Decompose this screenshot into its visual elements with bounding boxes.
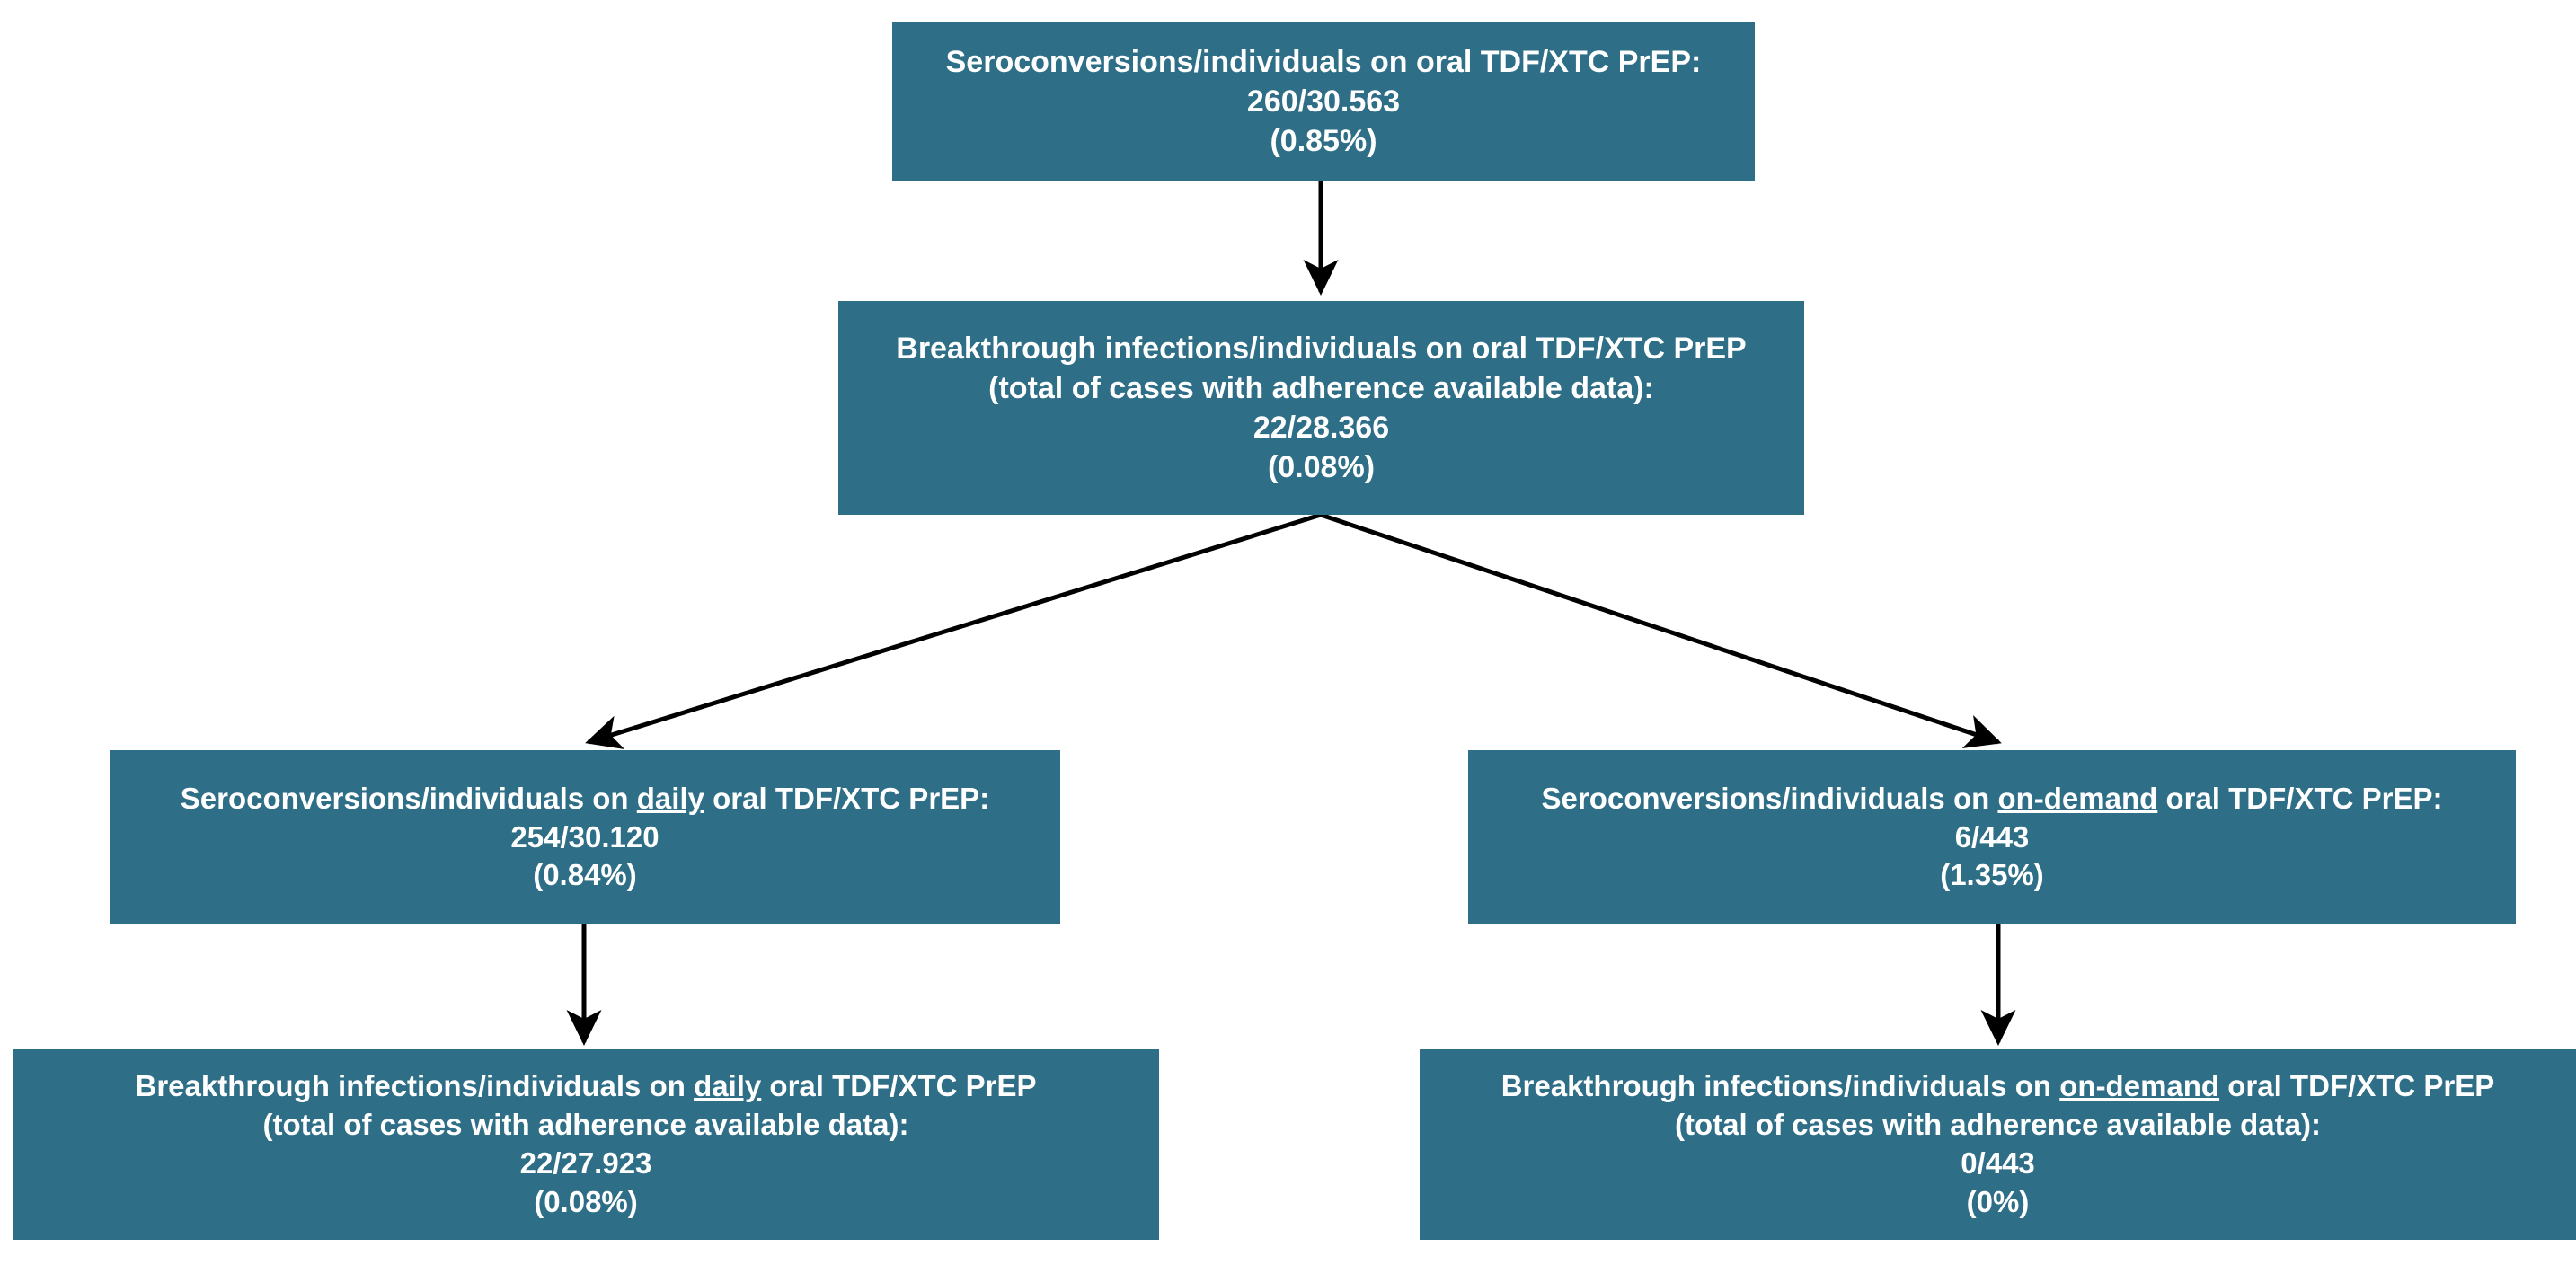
node-daily-seroconversions: Seroconversions/individuals on daily ora… (110, 750, 1060, 924)
node-ondemand-seroconversions-line1-suffix: oral TDF/XTC PrEP: (2157, 781, 2443, 815)
node-ondemand-breakthrough-line2: (total of cases with adherence available… (1675, 1108, 2321, 1142)
node-ondemand-seroconversions: Seroconversions/individuals on on-demand… (1468, 750, 2516, 924)
node-daily-breakthrough-value: 22/27.923 (519, 1146, 652, 1180)
node-daily-breakthrough: Breakthrough infections/individuals on d… (13, 1049, 1159, 1240)
node-daily-breakthrough-line1-emphasis: daily (694, 1069, 762, 1103)
node-ondemand-breakthrough-line1: Breakthrough infections/individuals on o… (1501, 1067, 2495, 1106)
node-total-seroconversions-value: 260/30.563 (1246, 84, 1401, 119)
connector-total-breakthrough-to-daily-sero (585, 512, 1322, 749)
node-total-breakthrough-line1: Breakthrough infections/individuals on o… (896, 331, 1747, 366)
node-ondemand-seroconversions-line1-emphasis: on-demand (1997, 781, 2158, 815)
node-ondemand-seroconversions-line1: Seroconversions/individuals on on-demand… (1541, 780, 2442, 818)
connector-total-breakthrough-to-ondemand-sero (1320, 512, 2002, 749)
node-total-breakthrough-value: 22/28.366 (1253, 411, 1390, 445)
node-daily-breakthrough-line1: Breakthrough infections/individuals on d… (136, 1067, 1037, 1106)
node-ondemand-breakthrough-percent: (0%) (1966, 1184, 2030, 1218)
node-ondemand-breakthrough-line1-prefix: Breakthrough infections/individuals on (1500, 1069, 2060, 1103)
node-total-breakthrough-percent: (0.08%) (1267, 450, 1376, 485)
node-total-seroconversions-percent: (0.85%) (1270, 124, 1377, 159)
node-ondemand-seroconversions-percent: (1.35%) (1940, 858, 2044, 892)
node-daily-seroconversions-value: 254/30.120 (510, 819, 659, 854)
node-daily-breakthrough-percent: (0.08%) (534, 1184, 638, 1218)
node-ondemand-breakthrough-value: 0/443 (1961, 1146, 2035, 1180)
node-ondemand-breakthrough-line1-emphasis: on-demand (2059, 1069, 2220, 1103)
node-total-breakthrough-line2: (total of cases with adherence available… (988, 370, 1654, 405)
node-daily-seroconversions-percent: (0.84%) (533, 858, 637, 892)
node-daily-breakthrough-line1-suffix: oral TDF/XTC PrEP (761, 1069, 1037, 1103)
node-daily-seroconversions-line1-prefix: Seroconversions/individuals on (180, 781, 637, 815)
node-ondemand-seroconversions-value: 6/443 (1954, 819, 2030, 854)
node-total-breakthrough: Breakthrough infections/individuals on o… (838, 301, 1804, 515)
node-daily-seroconversions-line1: Seroconversions/individuals on daily ora… (181, 780, 989, 818)
node-total-seroconversions: Seroconversions/individuals on oral TDF/… (892, 22, 1755, 181)
node-total-seroconversions-line1: Seroconversions/individuals on oral TDF/… (945, 44, 1702, 79)
node-ondemand-breakthrough: Breakthrough infections/individuals on o… (1420, 1049, 2576, 1240)
node-ondemand-breakthrough-line1-suffix: oral TDF/XTC PrEP (2219, 1069, 2495, 1103)
node-daily-seroconversions-line1-suffix: oral TDF/XTC PrEP: (704, 781, 990, 815)
node-ondemand-seroconversions-line1-prefix: Seroconversions/individuals on (1541, 781, 1998, 815)
node-daily-seroconversions-line1-emphasis: daily (636, 781, 704, 815)
node-daily-breakthrough-line1-prefix: Breakthrough infections/individuals on (135, 1069, 695, 1103)
node-daily-breakthrough-line2: (total of cases with adherence available… (262, 1108, 909, 1142)
